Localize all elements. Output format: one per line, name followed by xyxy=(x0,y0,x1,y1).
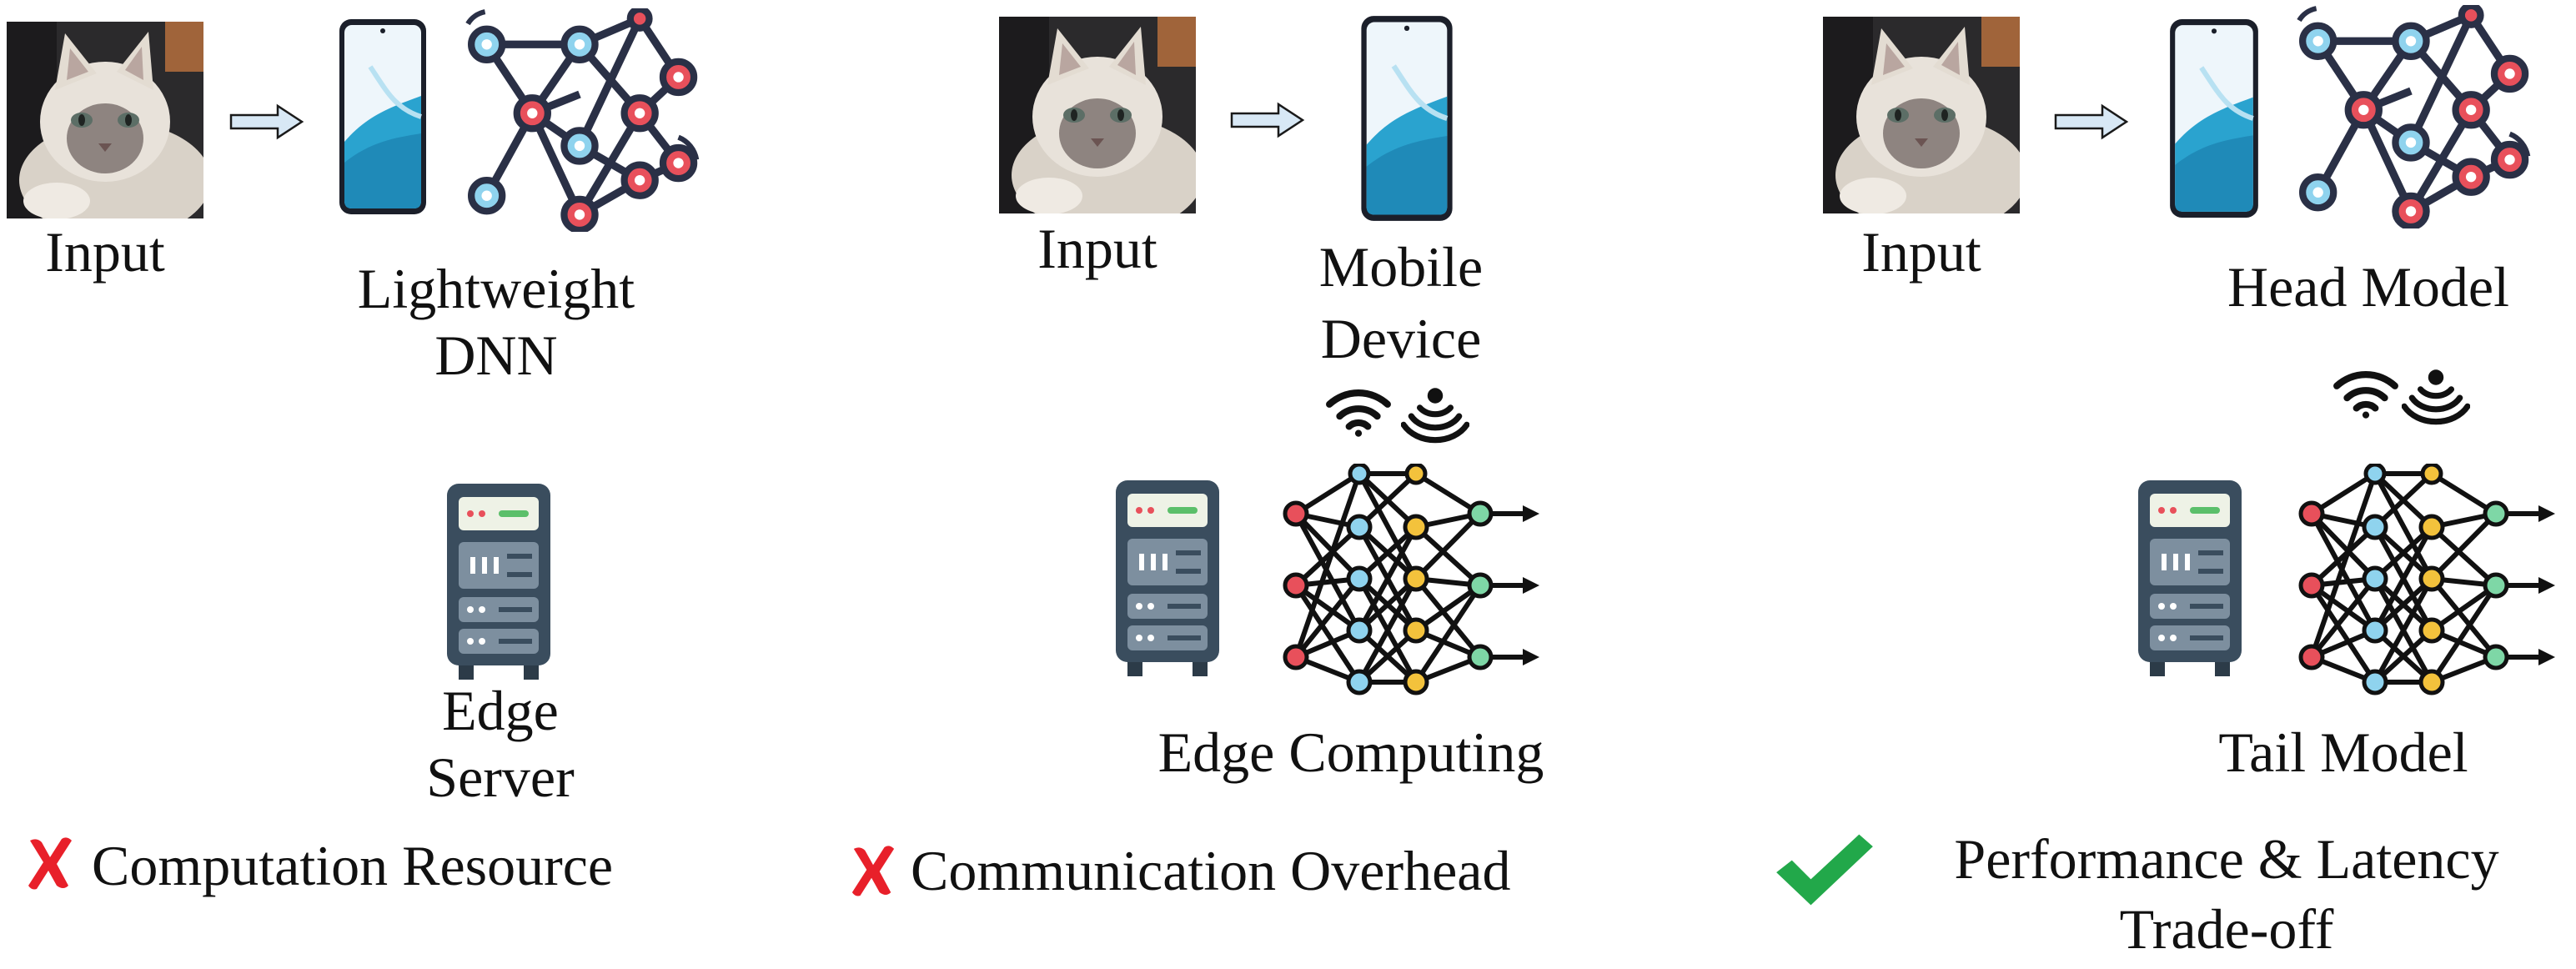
phone-icon xyxy=(2165,17,2263,220)
arrow-icon xyxy=(1229,102,1306,138)
arrow-icon xyxy=(2053,103,2130,140)
input-label: Input xyxy=(45,220,165,284)
model-label-line1: Lightweight xyxy=(357,257,635,320)
input-cat-image xyxy=(999,17,1196,213)
neural-network-icon xyxy=(459,8,700,232)
signal-icon xyxy=(2402,365,2470,425)
edge-server-icon xyxy=(1109,479,1226,679)
head-model-label: Head Model xyxy=(2227,255,2509,319)
tail-model-label: Tail Model xyxy=(2218,720,2468,784)
verdict-text-line1: Performance & Latency xyxy=(1954,827,2499,891)
verdict-text: Communication Overhead xyxy=(911,839,1511,902)
wifi-icon xyxy=(1324,385,1393,437)
input-label: Input xyxy=(1861,220,1981,284)
signal-icon xyxy=(1401,384,1469,444)
phone-icon xyxy=(334,17,432,217)
edge-server-icon xyxy=(440,482,557,682)
neural-network-icon xyxy=(1276,464,1543,714)
server-label-line2: Server xyxy=(426,746,575,809)
wifi-icon xyxy=(2332,367,2400,419)
server-label-line1: Edge xyxy=(442,679,559,742)
arrow-icon xyxy=(228,103,305,140)
edge-server-icon xyxy=(2132,479,2248,679)
neural-network-icon xyxy=(2290,5,2532,228)
verdict-text-line2: Trade-off xyxy=(2119,897,2334,961)
cross-icon xyxy=(25,834,75,892)
input-label: Input xyxy=(1037,217,1157,280)
input-cat-image xyxy=(1823,17,2020,213)
phone-icon xyxy=(1358,13,1456,223)
edge-computing-label: Edge Computing xyxy=(1157,720,1544,784)
verdict-text: Computation Resource xyxy=(92,834,614,897)
model-label-line2: DNN xyxy=(434,324,558,387)
cross-icon xyxy=(849,842,897,899)
device-label-line1: Mobile xyxy=(1318,235,1484,299)
input-cat-image xyxy=(7,22,203,218)
check-icon xyxy=(1773,831,1876,909)
neural-network-icon xyxy=(2292,464,2558,714)
device-label-line2: Device xyxy=(1320,307,1482,370)
